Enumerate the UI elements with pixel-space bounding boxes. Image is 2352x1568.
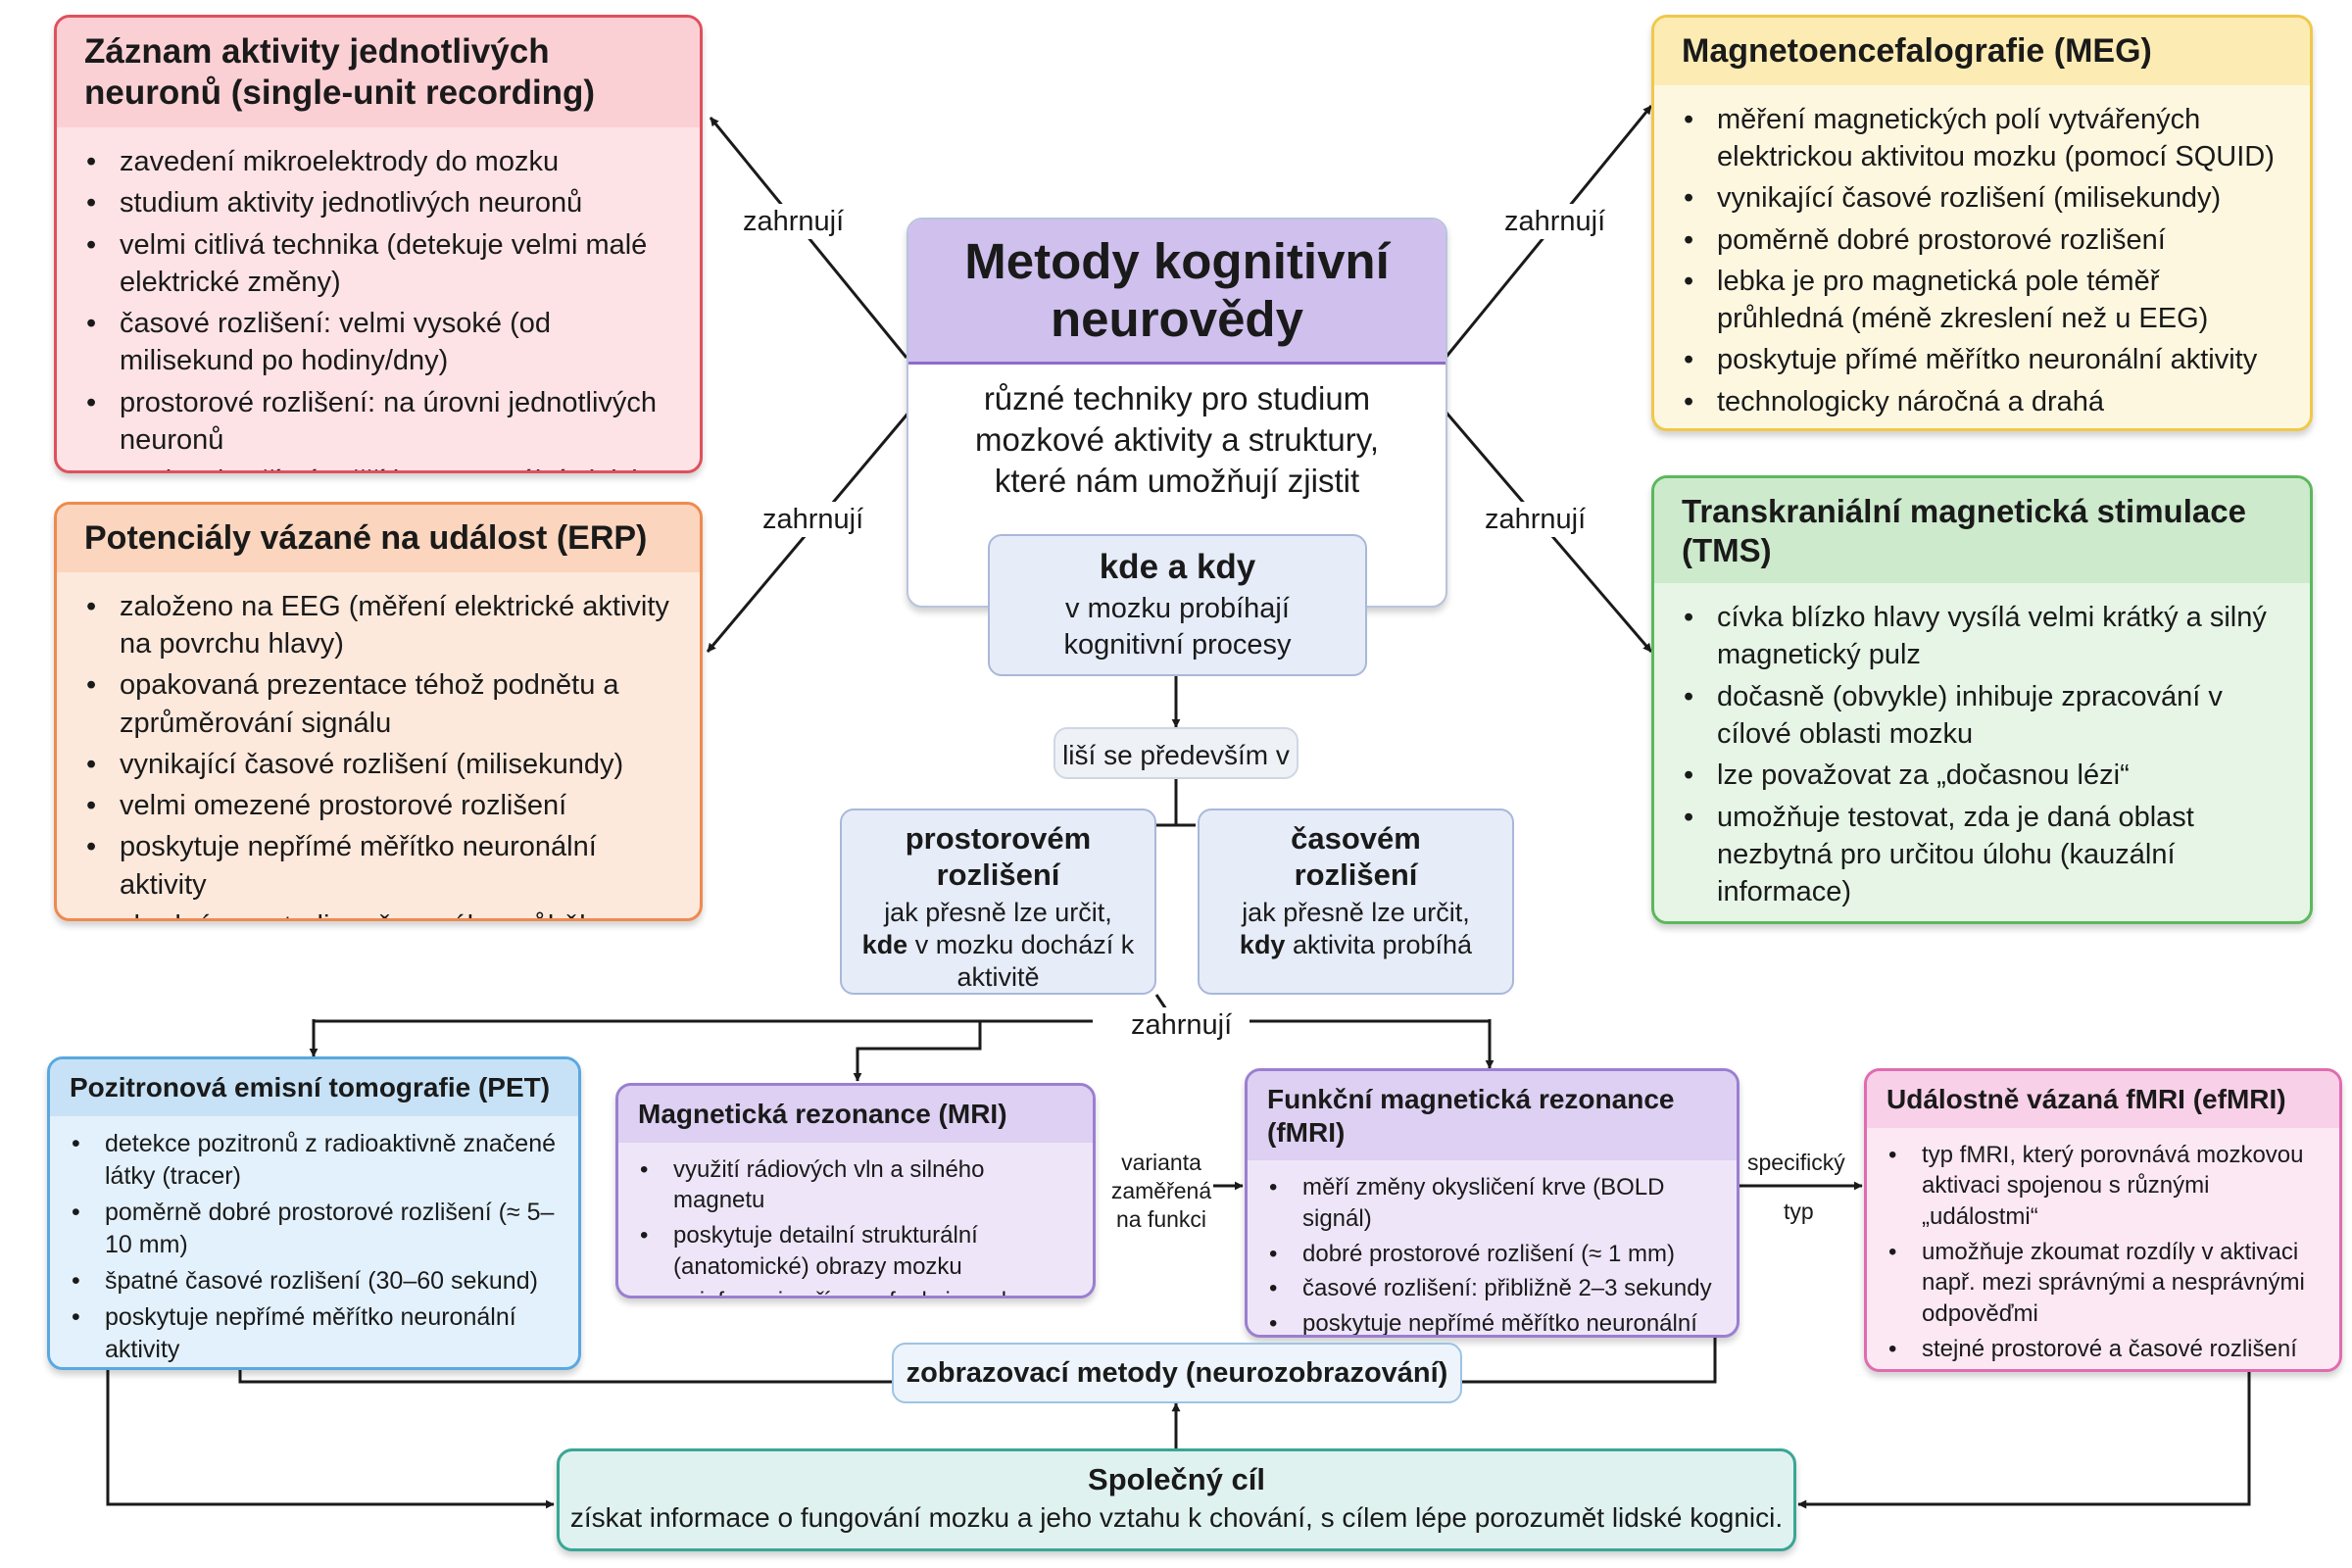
list-item: technologicky náročná a drahá	[1682, 383, 2286, 421]
list-item: dočasně (obvykle) inhibuje zpracování v …	[1682, 678, 2286, 754]
temporal-text: jak přesně lze určit, kdy aktivita probí…	[1239, 898, 1473, 960]
spatial-text: jak přesně lze určit, kde v mozku docház…	[861, 898, 1135, 993]
list-item: lze považovat za „dočasnou lézi“	[1682, 757, 2286, 795]
single-unit-box: Záznam aktivity jednotlivých neuronů (si…	[54, 15, 703, 473]
label-type: typ	[1784, 1199, 1814, 1224]
mri-list: využití rádiových vln a silného magnetup…	[618, 1143, 1093, 1296]
label-specific: specifický	[1747, 1150, 1845, 1175]
list-item: velmi omezené prostorové rozlišení	[84, 787, 676, 825]
arrow-left-to-goal	[106, 1370, 555, 1509]
label-include-erp: zahrnují	[762, 502, 864, 538]
differ-label: liší se především v	[1054, 727, 1298, 779]
list-item: časové rozlišení: velmi vysoké (od milis…	[84, 305, 676, 380]
meg-list: měření magnetických polí vytvářených ele…	[1654, 85, 2310, 428]
list-item: studium aktivity jednotlivých neuronů	[84, 184, 676, 222]
list-item: detekce pozitronů z radioaktivně značené…	[70, 1128, 563, 1193]
list-item: poskytuje nepřímé měřítko neuronální akt…	[70, 1301, 563, 1366]
spatial-title: prostorovém rozlišení	[905, 821, 1092, 893]
list-item: stejné prostorové a časové rozlišení jak…	[1886, 1334, 2324, 1369]
central-description: různé techniky pro studium mozkové aktiv…	[974, 380, 1379, 500]
where-when-box: kde a kdy v mozku probíhají kognitivní p…	[988, 534, 1367, 676]
fmri-box: Funkční magnetická rezonance (fMRI) měří…	[1245, 1068, 1740, 1338]
efmri-title: Událostně vázaná fMRI (efMRI)	[1867, 1071, 2339, 1128]
list-item: založeno na EEG (měření elektrické aktiv…	[84, 588, 676, 663]
efmri-list: typ fMRI, který porovnává mozkovou aktiv…	[1867, 1128, 2339, 1369]
label-variant: varianta zaměřená na funkci	[1110, 1150, 1212, 1232]
arrow-right-to-goal	[1797, 1372, 2251, 1509]
pet-list: detekce pozitronů z radioaktivně značené…	[50, 1116, 578, 1367]
list-item: poskytuje nepřímé měřítko neuronální akt…	[1267, 1308, 1721, 1335]
list-item: typ fMRI, který porovnává mozkovou aktiv…	[1886, 1140, 2324, 1233]
list-item: poskytuje přímé měřítko neuronální aktiv…	[1682, 341, 2286, 379]
meg-box: Magnetoencefalografie (MEG) měření magne…	[1651, 15, 2313, 431]
common-goal-text: získat informace o fungování mozku a jeh…	[569, 1501, 1784, 1533]
central-title: Metody kognitivní neurovědy	[908, 220, 1446, 365]
single-unit-title: Záznam aktivity jednotlivých neuronů (si…	[57, 18, 700, 127]
erp-list: založeno na EEG (měření elektrické aktiv…	[57, 572, 700, 918]
list-item: špatné časové rozlišení (30–60 sekund)	[70, 1265, 563, 1298]
differ-bracket	[1156, 779, 1196, 827]
tms-list: cívka blízko hlavy vysílá velmi krátký a…	[1654, 583, 2310, 921]
list-item: poměrně dobré prostorové rozlišení (≈ 5–…	[70, 1197, 563, 1261]
where-when-title: kde a kdy	[1099, 548, 1256, 586]
meg-title: Magnetoencefalografie (MEG)	[1654, 18, 2310, 85]
list-item: poskytuje přímé měřítko neuronální aktiv…	[84, 463, 676, 470]
label-include-single-unit: zahrnují	[743, 204, 845, 240]
single-unit-list: zavedení mikroelektrody do mozkustudium …	[57, 127, 700, 470]
common-goal-title: Společný cíl	[1088, 1462, 1265, 1496]
erp-box: Potenciály vázané na událost (ERP) založ…	[54, 502, 703, 921]
fmri-title: Funkční magnetická rezonance (fMRI)	[1248, 1071, 1737, 1161]
list-item: poskytuje nepřímé měřítko neuronální akt…	[84, 828, 676, 904]
list-item: využití rádiových vln a silného magnetu	[638, 1154, 1077, 1216]
fmri-list: měří změny okysličení krve (BOLD signál)…	[1248, 1160, 1737, 1335]
list-item: zavedení mikroelektrody do mozku	[84, 143, 676, 181]
temporal-title: časovém rozlišení	[1291, 821, 1421, 893]
list-item: typicky ovlivňuje relativně malou oblast…	[1682, 914, 2286, 921]
list-item: prostorové rozlišení: na úrovni jednotli…	[84, 384, 676, 460]
label-include-tms: zahrnují	[1485, 502, 1587, 538]
list-item: poskytuje detailní strukturální (anatomi…	[638, 1220, 1077, 1282]
tms-title: Transkraniální magnetická stimulace (TMS…	[1654, 478, 2310, 584]
list-item: lebka je pro magnetická pole téměř průhl…	[1682, 263, 2286, 338]
list-item: neinformuje přímo o funkci mozku	[638, 1286, 1077, 1296]
list-item: velmi citlivá technika (detekuje velmi m…	[84, 226, 676, 302]
list-item: vhodné pro studium časového průběhu kogn…	[84, 907, 676, 918]
tms-box: Transkraniální magnetická stimulace (TMS…	[1651, 475, 2313, 924]
list-item: poměrně dobré prostorové rozlišení	[1682, 221, 2286, 260]
list-item: dobré prostorové rozlišení (≈ 1 mm)	[1267, 1239, 1721, 1270]
list-item: opakovaná prezentace téhož podnětu a zpr…	[84, 666, 676, 742]
arrow-to-mri	[853, 1021, 982, 1082]
list-item: umožňuje zkoumat rozdíly v aktivaci např…	[1886, 1237, 2324, 1330]
common-goal-box: Společný cíl získat informace o fungován…	[557, 1448, 1796, 1551]
pet-box: Pozitronová emisní tomografie (PET) dete…	[47, 1056, 581, 1370]
pet-title: Pozitronová emisní tomografie (PET)	[50, 1059, 578, 1116]
list-item: cívka blízko hlavy vysílá velmi krátký a…	[1682, 599, 2286, 674]
label-include-meg: zahrnují	[1504, 204, 1606, 240]
imaging-methods-box: zobrazovací metody (neurozobrazování)	[892, 1343, 1462, 1403]
efmri-box: Událostně vázaná fMRI (efMRI) typ fMRI, …	[1864, 1068, 2342, 1372]
list-item: měření magnetických polí vytvářených ele…	[1682, 101, 2286, 176]
list-item: umožňuje testovat, zda je daná oblast ne…	[1682, 799, 2286, 911]
list-item: vynikající časové rozlišení (milisekundy…	[84, 746, 676, 784]
label-include-imaging: zahrnují	[1123, 1007, 1241, 1044]
list-item: časové rozlišení: přibližně 2–3 sekundy	[1267, 1273, 1721, 1304]
mri-title: Magnetická rezonance (MRI)	[618, 1086, 1093, 1143]
where-when-text: v mozku probíhají kognitivní procesy	[1063, 593, 1292, 662]
list-item: vynikající časové rozlišení (milisekundy…	[1682, 179, 2286, 218]
erp-title: Potenciály vázané na událost (ERP)	[57, 505, 700, 572]
spatial-resolution-box: prostorovém rozlišení jak přesně lze urč…	[840, 808, 1156, 995]
list-item: měří změny okysličení krve (BOLD signál)	[1267, 1172, 1721, 1234]
mri-box: Magnetická rezonance (MRI) využití rádio…	[615, 1083, 1096, 1298]
temporal-resolution-box: časovém rozlišení jak přesně lze určit, …	[1198, 808, 1514, 995]
